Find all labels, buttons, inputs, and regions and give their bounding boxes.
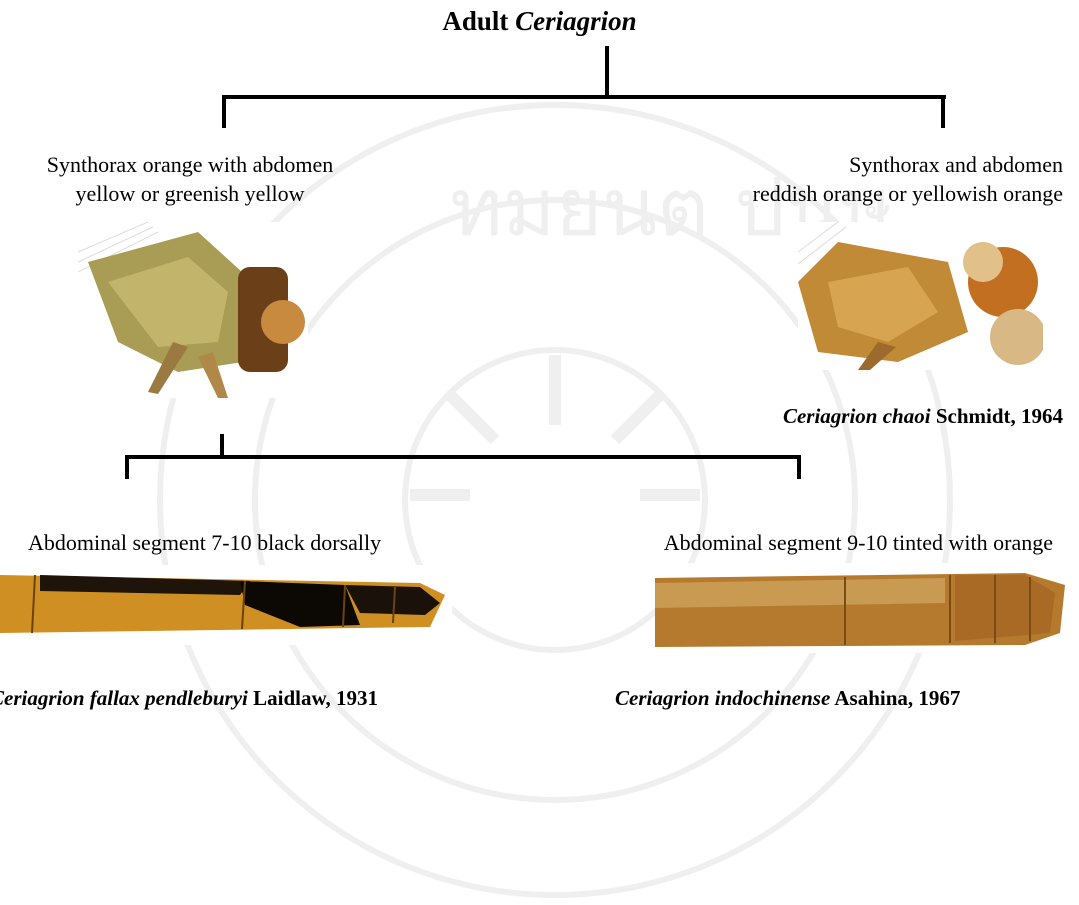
specimen-photo-bottom-left-abdomen (0, 565, 452, 645)
species-bottom-left-name: Ceriagrion fallax pendleburyi (0, 686, 248, 710)
connector-top-stem (605, 46, 609, 98)
species-right-author: Schmidt, 1964 (931, 404, 1063, 428)
branch-right-line2: reddish orange or yellowish orange (753, 179, 1063, 208)
connector-right-drop (941, 95, 945, 128)
specimen-photo-left-thorax (78, 222, 308, 398)
species-bottom-right-caption: Ceriagrion indochinense Asahina, 1967 (615, 686, 960, 711)
connector-lower-right-drop (797, 455, 801, 479)
branch-right-text: Synthorax and abdomen reddish orange or … (753, 150, 1063, 208)
title-genus: Ceriagrion (515, 6, 637, 36)
diagram-title: Adult Ceriagrion (0, 6, 1079, 37)
connector-left-drop (222, 95, 226, 128)
branch-left-text: Synthorax orange with abdomen yellow or … (0, 150, 380, 208)
species-bottom-left-caption: Ceriagrion fallax pendleburyi Laidlaw, 1… (0, 686, 378, 711)
connector-lower-bar (125, 455, 801, 459)
branch-left-line1: Synthorax orange with abdomen (0, 150, 380, 179)
sub-right-text: Abdominal segment 9-10 tinted with orang… (664, 528, 1053, 557)
connector-lower-left-drop (125, 455, 129, 479)
specimen-photo-bottom-right-abdomen (655, 563, 1073, 653)
connector-top-bar (222, 95, 946, 99)
species-right-name: Ceriagrion chaoi (783, 404, 931, 428)
sub-left-text: Abdominal segment 7-10 black dorsally (28, 528, 381, 557)
species-bottom-right-author: Asahina, 1967 (830, 686, 960, 710)
branch-right-line1: Synthorax and abdomen (753, 150, 1063, 179)
specimen-photo-right-thorax (798, 222, 1043, 370)
species-bottom-right-name: Ceriagrion indochinense (615, 686, 830, 710)
species-bottom-left-author: Laidlaw, 1931 (248, 686, 378, 710)
branch-left-line2: yellow or greenish yellow (0, 179, 380, 208)
title-plain: Adult (442, 6, 515, 36)
species-right-caption: Ceriagrion chaoi Schmidt, 1964 (783, 404, 1063, 429)
university-seal-watermark: ทมยนต ปนษ (150, 95, 960, 905)
